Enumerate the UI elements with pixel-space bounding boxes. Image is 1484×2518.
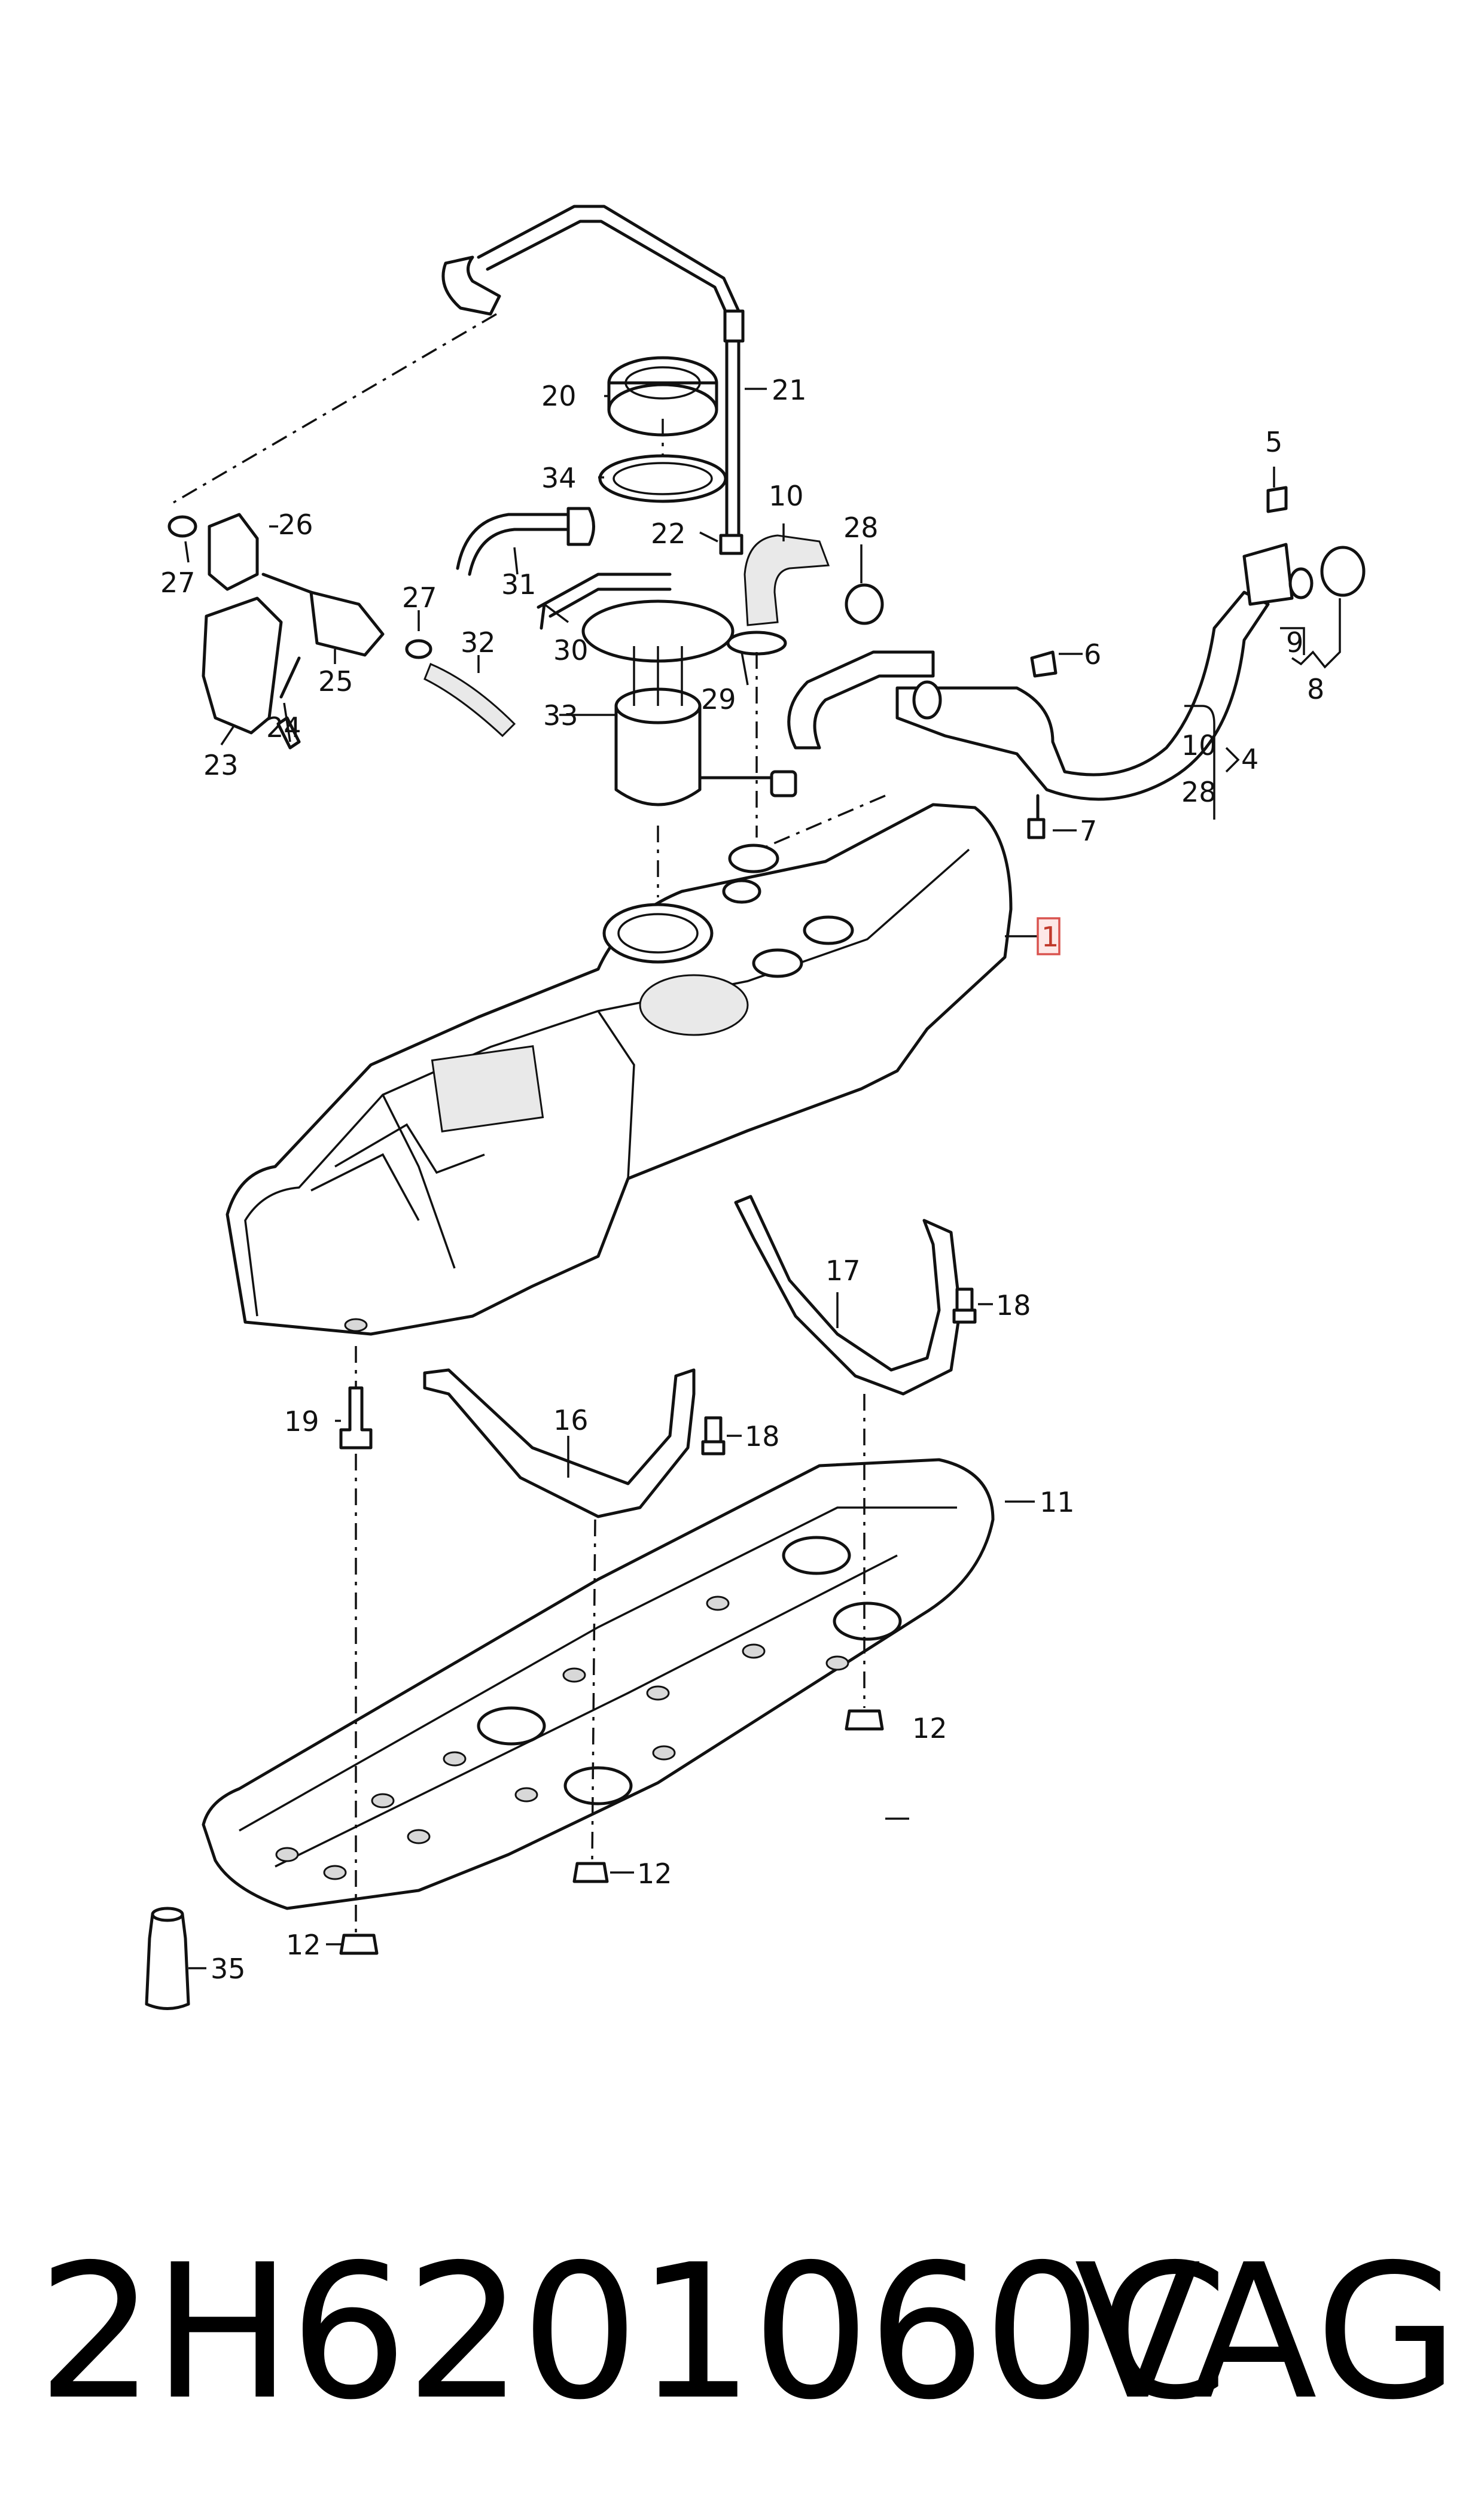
brand-name: VAG — [1074, 2225, 1460, 2441]
locking-ring — [607, 356, 718, 437]
filter-assembly — [167, 513, 516, 738]
callout-33: 33 — [543, 699, 578, 732]
callout-16: 16 — [553, 1404, 589, 1436]
callout-22: 22 — [651, 517, 686, 550]
callout-26: 26 — [278, 509, 313, 541]
callout-10-neck: 10 — [1181, 729, 1217, 762]
filler-neck-pipe — [787, 486, 1366, 836]
callout-12-left: 12 — [286, 1929, 321, 1961]
callout-28-clamp: 28 — [843, 511, 879, 544]
skid-plate — [202, 1458, 995, 1910]
fasteners — [276, 534, 1046, 1955]
callout-31: 31 — [501, 568, 537, 601]
callout-9: 9 — [1286, 626, 1303, 659]
callout-8: 8 — [1307, 673, 1324, 705]
fuel-tank — [226, 803, 1013, 1336]
callout-27-left: 27 — [160, 567, 196, 599]
callout-28-neck: 28 — [1181, 776, 1217, 808]
callout-18-right: 18 — [996, 1289, 1031, 1322]
return-line — [456, 507, 595, 630]
callout-19: 19 — [284, 1405, 319, 1438]
callout-25: 25 — [318, 665, 354, 698]
callout-4: 4 — [1241, 743, 1258, 775]
callout-35: 35 — [211, 1953, 246, 1985]
callout-18-left: 18 — [745, 1420, 780, 1453]
callout-20: 20 — [541, 380, 577, 412]
callout-7: 7 — [1080, 815, 1097, 847]
callout-1: 1 — [1041, 921, 1059, 953]
filler-hose — [726, 534, 884, 656]
fuel-feed-line — [173, 205, 745, 540]
callout-32: 32 — [461, 626, 496, 659]
callout-24: 24 — [266, 711, 301, 744]
callout-27-mid: 27 — [402, 581, 437, 614]
tank-strap-17 — [734, 1195, 962, 1396]
callout-6: 6 — [1084, 638, 1101, 671]
additive-bottle — [145, 1907, 190, 2010]
callout-12-right: 12 — [912, 1712, 947, 1744]
callout-30: 30 — [553, 634, 589, 666]
callout-23: 23 — [203, 749, 239, 781]
seal-ring — [598, 419, 727, 503]
callout-10-hose: 10 — [769, 480, 804, 512]
skid-plate-holes — [275, 1596, 849, 1880]
tank-strap-16 — [423, 1368, 696, 1518]
callout-21: 21 — [772, 374, 807, 406]
callout-17: 17 — [825, 1255, 861, 1287]
callout-34: 34 — [541, 462, 577, 494]
callout-labels: 1 20 21 34 22 10 28 29 33 31 30 32 26 27… — [160, 374, 1324, 1985]
footer: 2H6201060C VAG — [0, 2208, 1484, 2459]
callout-1-highlight — [1037, 917, 1061, 955]
callout-11: 11 — [1040, 1486, 1075, 1518]
callout-5: 5 — [1265, 426, 1282, 458]
leader-lines — [184, 388, 1341, 1969]
callout-29: 29 — [701, 683, 736, 715]
fuel-pump-module — [537, 573, 797, 806]
callout-12-mid: 12 — [637, 1858, 672, 1890]
part-number: 2H6201060C — [37, 2225, 1228, 2441]
